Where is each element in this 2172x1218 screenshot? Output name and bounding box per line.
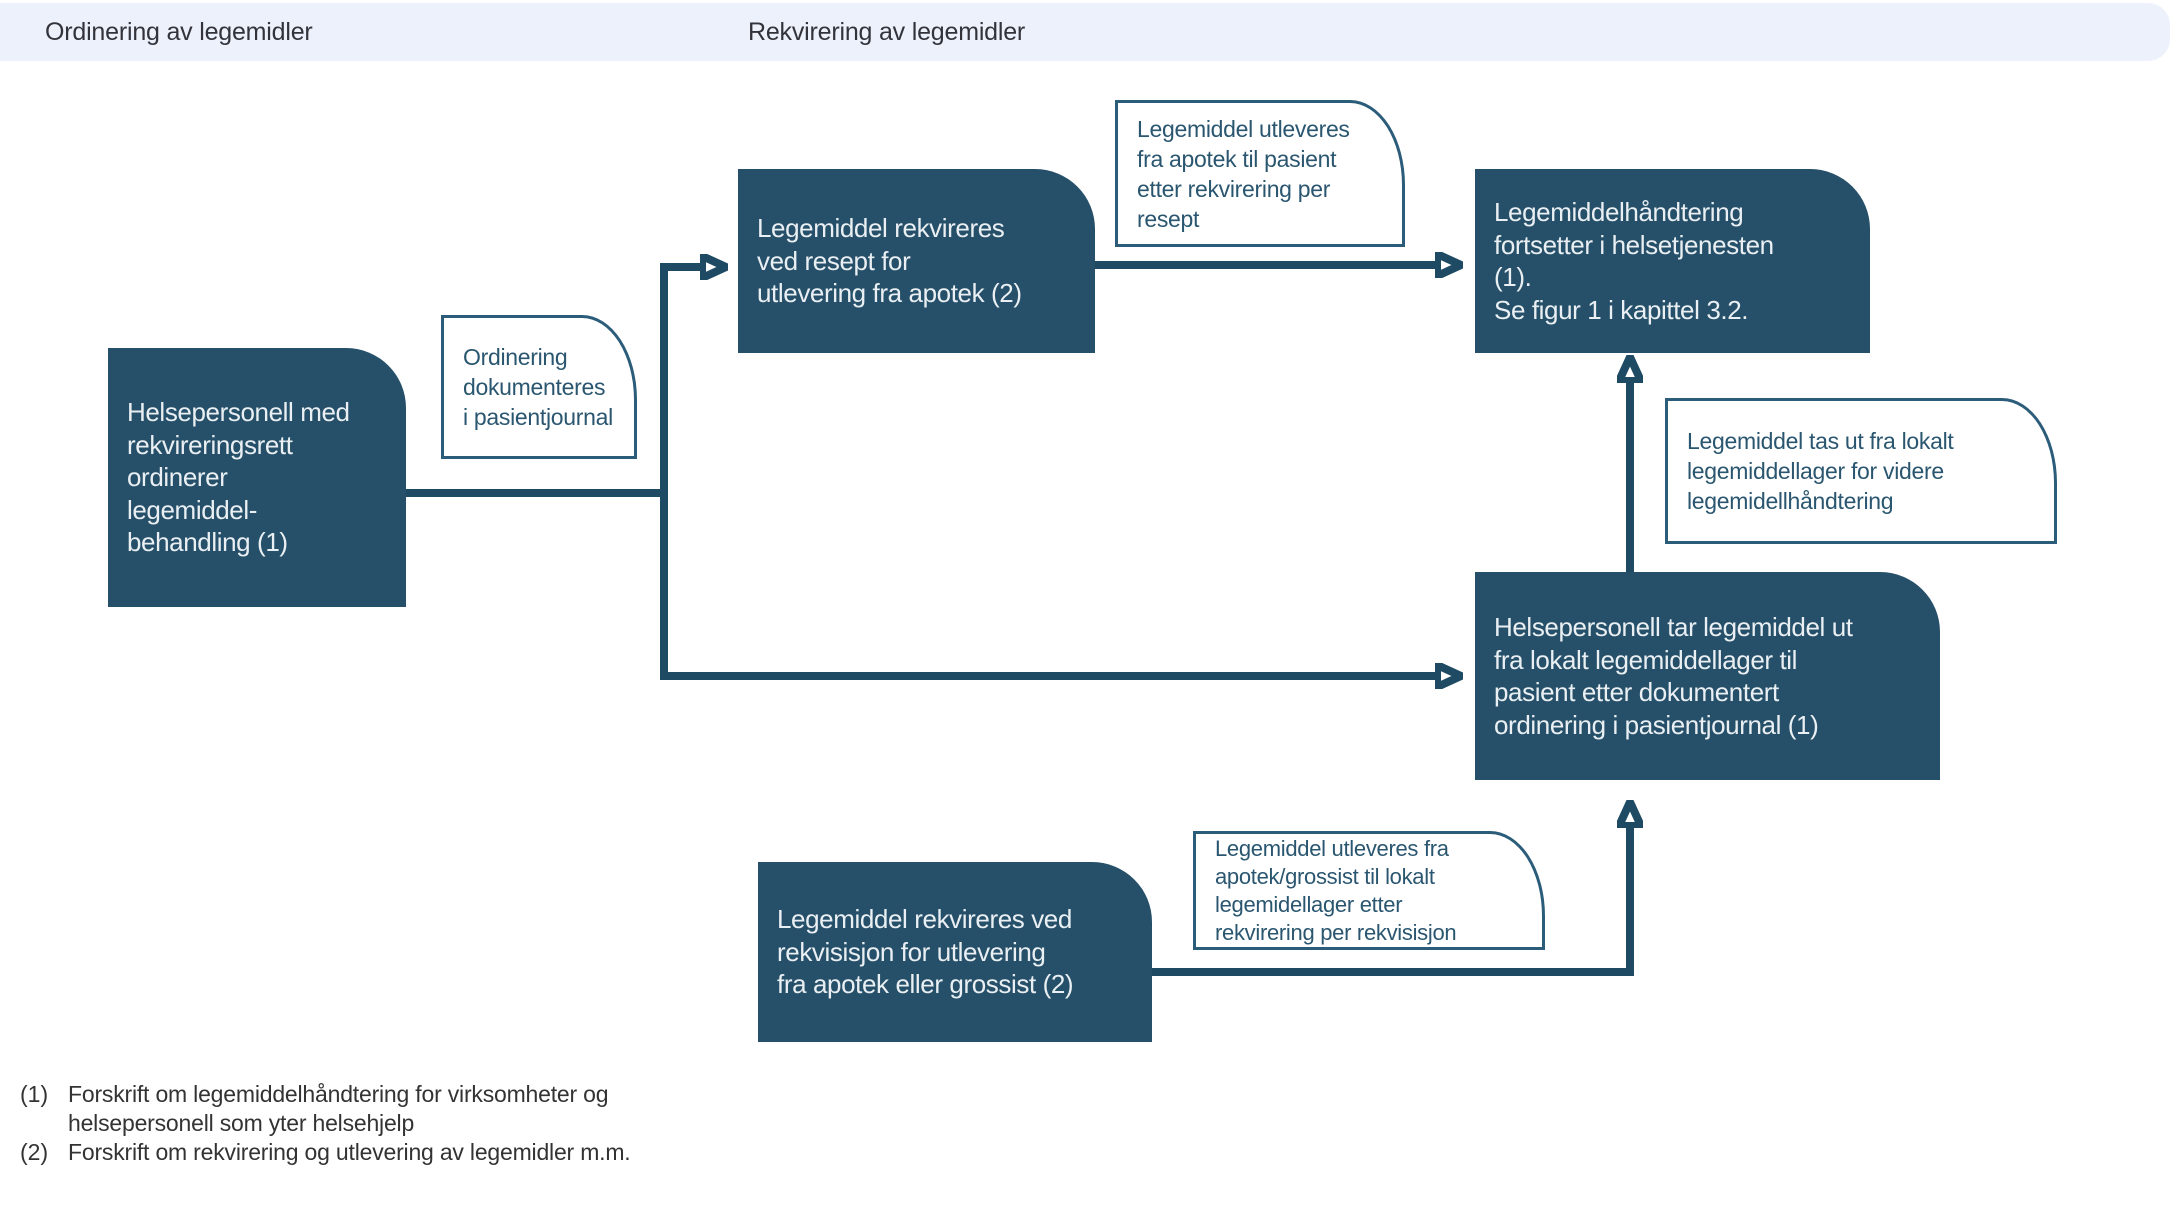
arrow-branch-to-withdraw — [660, 493, 1437, 676]
note-ordering-documented-in-journal: Ordinering dokumenteres i pasientjournal — [441, 315, 637, 459]
box-ordering-healthcare-personnel: Helsepersonell med rekvireringsrett ordi… — [108, 348, 406, 607]
note-taken-from-local-stock: Legemiddel tas ut fra lokalt legemiddell… — [1665, 398, 2057, 544]
box-withdraw-to-patient: Helsepersonell tar legemiddel ut fra lok… — [1475, 572, 1940, 780]
footnote-2-text: Forskrift om rekvirering og utlevering a… — [68, 1139, 631, 1165]
column-header-band — [0, 3, 2170, 61]
footnote-1: (1) Forskrift om legemiddelhåndtering fo… — [20, 1080, 720, 1138]
footnote-1-text: Forskrift om legemiddelhåndtering for vi… — [68, 1081, 609, 1136]
column-header-ordinering: Ordinering av legemidler — [45, 18, 313, 46]
note-dispensed-by-prescription: Legemiddel utleveres fra apotek til pasi… — [1115, 100, 1405, 247]
note-dispensed-by-requisition: Legemiddel utleveres fra apotek/grossist… — [1193, 831, 1545, 950]
box-requisition-order: Legemiddel rekvireres ved rekvisisjon fo… — [758, 862, 1152, 1042]
footnote-2: (2) Forskrift om rekvirering og utleveri… — [20, 1138, 720, 1167]
footnotes: (1) Forskrift om legemiddelhåndtering fo… — [20, 1080, 720, 1167]
footnote-1-marker: (1) — [20, 1081, 49, 1107]
arrow-branch-to-prescription — [660, 267, 702, 493]
box-handling-continues: Legemiddelhåndtering fortsetter i helset… — [1475, 169, 1870, 353]
footnote-2-marker: (2) — [20, 1139, 49, 1165]
column-header-rekvirering: Rekvirering av legemidler — [748, 18, 1026, 46]
box-prescription-requisition: Legemiddel rekvireres ved resept for utl… — [738, 169, 1095, 353]
